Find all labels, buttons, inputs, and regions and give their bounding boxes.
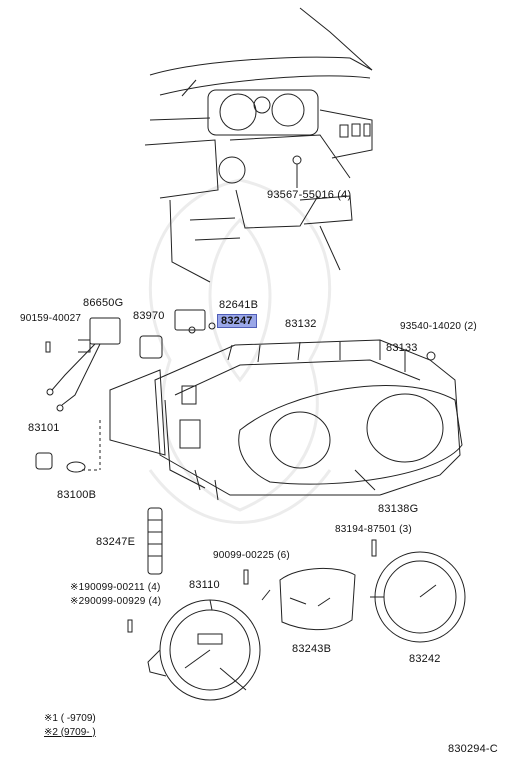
part-label-83110: 83110: [189, 579, 220, 591]
part-label-90099-00211: ※190099-00211 (4): [70, 582, 161, 593]
watermark-emblem: [148, 178, 332, 524]
cluster-lens-sketch: [238, 385, 463, 485]
screw-90099-00211-sketch: [127, 619, 133, 633]
part-83101-sketch: [35, 452, 53, 470]
tachometer-83242-sketch: [370, 551, 466, 643]
part-label-83194-87501: 83194-87501 (3): [335, 524, 412, 535]
dashboard-overview-sketch: [144, 7, 373, 283]
gauge-83243b-sketch: [261, 568, 356, 631]
part-label-83247-highlighted[interactable]: 83247: [217, 314, 257, 328]
footnote-2: ※2 (9709- ): [44, 727, 96, 738]
screw-90159-sketch: [45, 341, 51, 353]
connector-83247e-sketch: [147, 507, 163, 575]
figure-id: 830294-C: [448, 743, 498, 755]
part-label-93567-55016: 93567-55016 (4): [267, 189, 352, 201]
part-label-83243b: 83243B: [292, 643, 332, 655]
circuit-plate-sketch: [109, 369, 166, 456]
part-label-83100b: 83100B: [57, 489, 97, 501]
part-label-83138g: 83138G: [378, 503, 419, 515]
clip-93540-sketch: [426, 351, 436, 361]
part-label-90159-40027: 90159-40027: [20, 313, 82, 324]
part-label-83247e: 83247E: [96, 536, 136, 548]
relay-86650g-sketch: [46, 317, 121, 412]
part-label-83970: 83970: [133, 310, 165, 322]
part-label-83101: 83101: [28, 422, 60, 434]
speedometer-83110-sketch: [147, 599, 261, 701]
part-label-83242: 83242: [409, 653, 441, 665]
part-83970-sketch: [139, 335, 163, 359]
part-label-93540-14020: 93540-14020 (2): [400, 321, 477, 332]
part-label-83133: 83133: [386, 342, 418, 354]
part-label-90099-00929: ※290099-00929 (4): [70, 596, 162, 607]
cluster-housing-sketch: [154, 339, 461, 501]
part-label-83132: 83132: [285, 318, 317, 330]
screw-83194-sketch: [371, 539, 377, 557]
bulb-83100b-sketch: [66, 461, 86, 473]
part-label-90099-00225: 90099-00225 (6): [213, 550, 290, 561]
screw-90099-00225-sketch: [243, 569, 249, 585]
footnote-1: ※1 ( -9709): [44, 713, 96, 724]
part-82641b-sketch: [174, 309, 216, 334]
part-label-82641b: 82641B: [219, 299, 259, 311]
part-label-86650g: 86650G: [83, 297, 124, 309]
